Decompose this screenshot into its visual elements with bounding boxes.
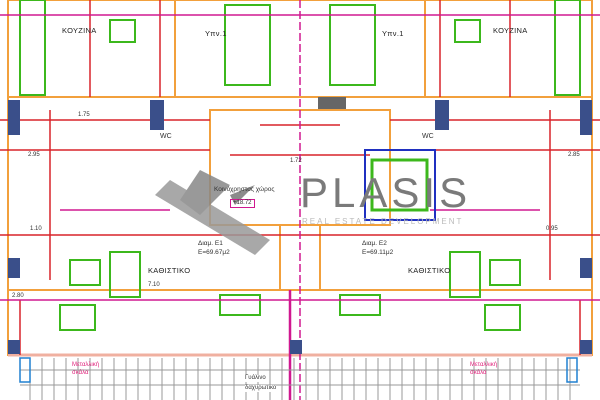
level-label: +18.72: [230, 199, 255, 208]
stair-label: Μεταλλική: [470, 362, 498, 368]
watermark-tagline: REAL ESTATE DEVELOPMENT: [302, 217, 464, 226]
room-label-living: ΚΑΘΙΣΤΙΚΟ: [148, 266, 191, 275]
apartment-e2-name: Διαμ. Ε2: [362, 240, 387, 247]
room-label-living: ΚΑΘΙΣΤΙΚΟ: [408, 266, 451, 275]
balcony-label: Γυάλινο: [245, 375, 266, 382]
room-label-bedroom: Υπν.1: [382, 29, 404, 38]
column: [580, 100, 592, 135]
dimension: 1.75: [78, 112, 90, 118]
apartment-e2-area: Ε=69.11μ2: [362, 249, 394, 256]
dimension: 7.10: [148, 282, 160, 288]
plasis-logo: [155, 170, 270, 255]
stair-label: σκάλα: [72, 370, 89, 376]
common-area-label: Κοινόχρηστος χώρος: [214, 186, 275, 193]
dimension: 0.95: [546, 226, 558, 232]
stair-label: Μεταλλική: [72, 362, 100, 368]
room-label-kitchen: ΚΟΥΖΙΝΑ: [62, 26, 97, 35]
dimension: 2.80: [12, 293, 24, 299]
room-label-wc: WC: [422, 133, 434, 140]
apartment-e1-area: Ε=69.67μ2: [198, 249, 230, 256]
balcony-grating: [20, 369, 580, 386]
balcony-label: δαχυρωτικο: [245, 385, 277, 392]
room-label-bedroom: Υπν.1: [205, 29, 227, 38]
stair-label: σκάλα: [470, 370, 487, 376]
dimension: 1.72: [290, 158, 302, 164]
room-label-wc: WC: [160, 133, 172, 140]
elevator-shaft: [364, 149, 436, 221]
dimension: 1.10: [30, 226, 42, 232]
room-label-kitchen: ΚΟΥΖΙΝΑ: [493, 26, 528, 35]
dimension: 2.95: [28, 152, 40, 158]
dimension: 2.85: [568, 152, 580, 158]
column: [8, 100, 20, 135]
watermark-brand: PLASIS: [300, 169, 472, 216]
apartment-e1-name: Διαμ. Ε1: [198, 240, 223, 247]
